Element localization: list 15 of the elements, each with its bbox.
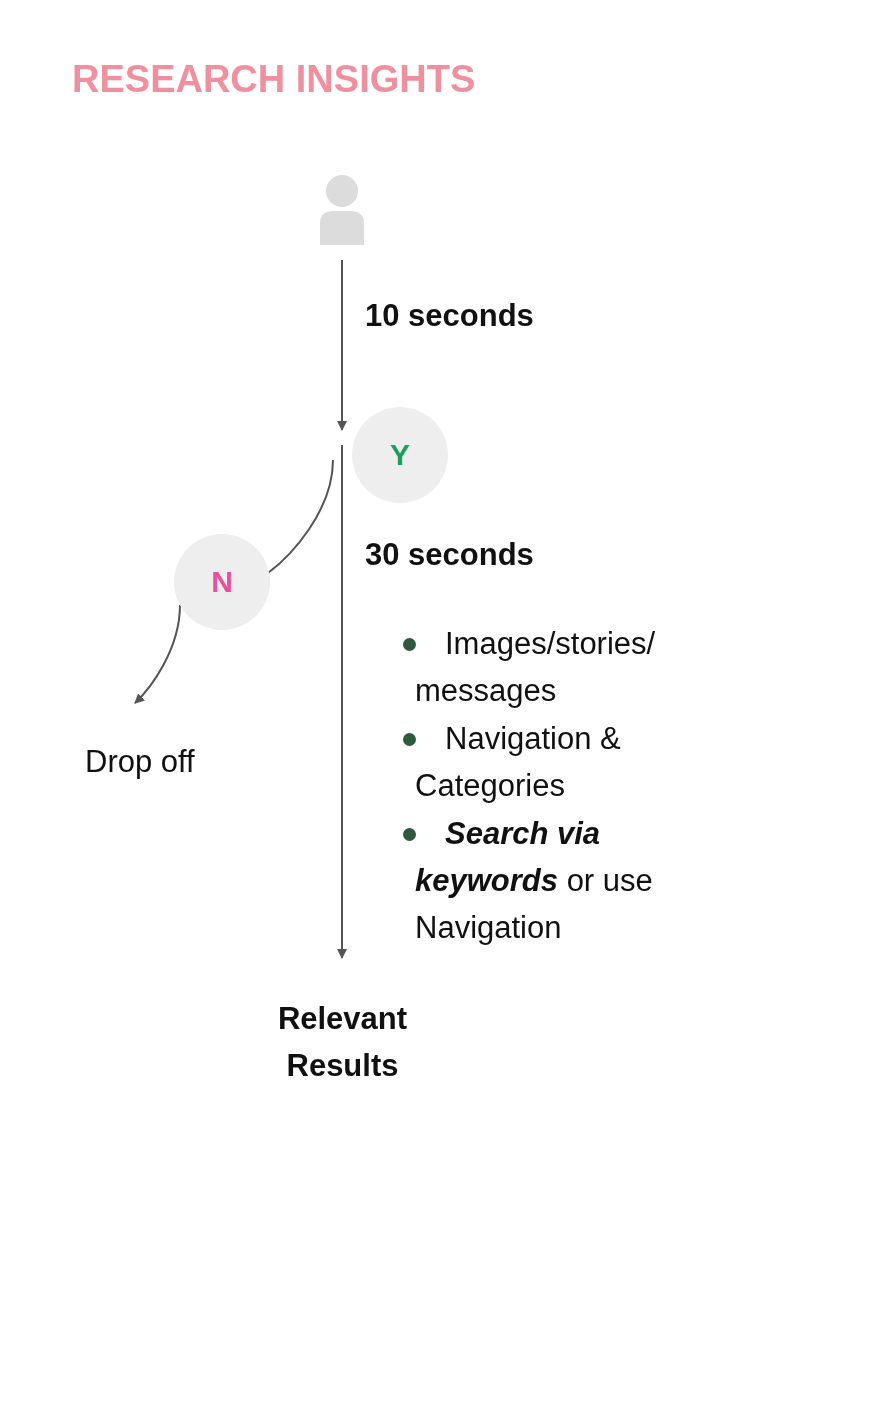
arrow [337,444,347,959]
title: RESEARCH INSIGHTS [72,58,476,101]
list-item: Images/stories/ messages [415,625,657,710]
circle-node: Y [352,407,448,503]
person-icon [320,175,364,245]
arrow [134,604,181,704]
result-label: Relevant Results [255,995,430,1089]
circle-node: N [174,534,270,630]
connector-line [267,459,334,574]
outcome-label: Drop off [85,740,245,784]
edge-label: 30 seconds [365,537,534,573]
arrow [337,259,347,431]
edge-label: 10 seconds [365,298,534,334]
list-item: Navigation & Categories [415,720,622,805]
list-item: Search via keywords or use Navigation [415,815,654,947]
